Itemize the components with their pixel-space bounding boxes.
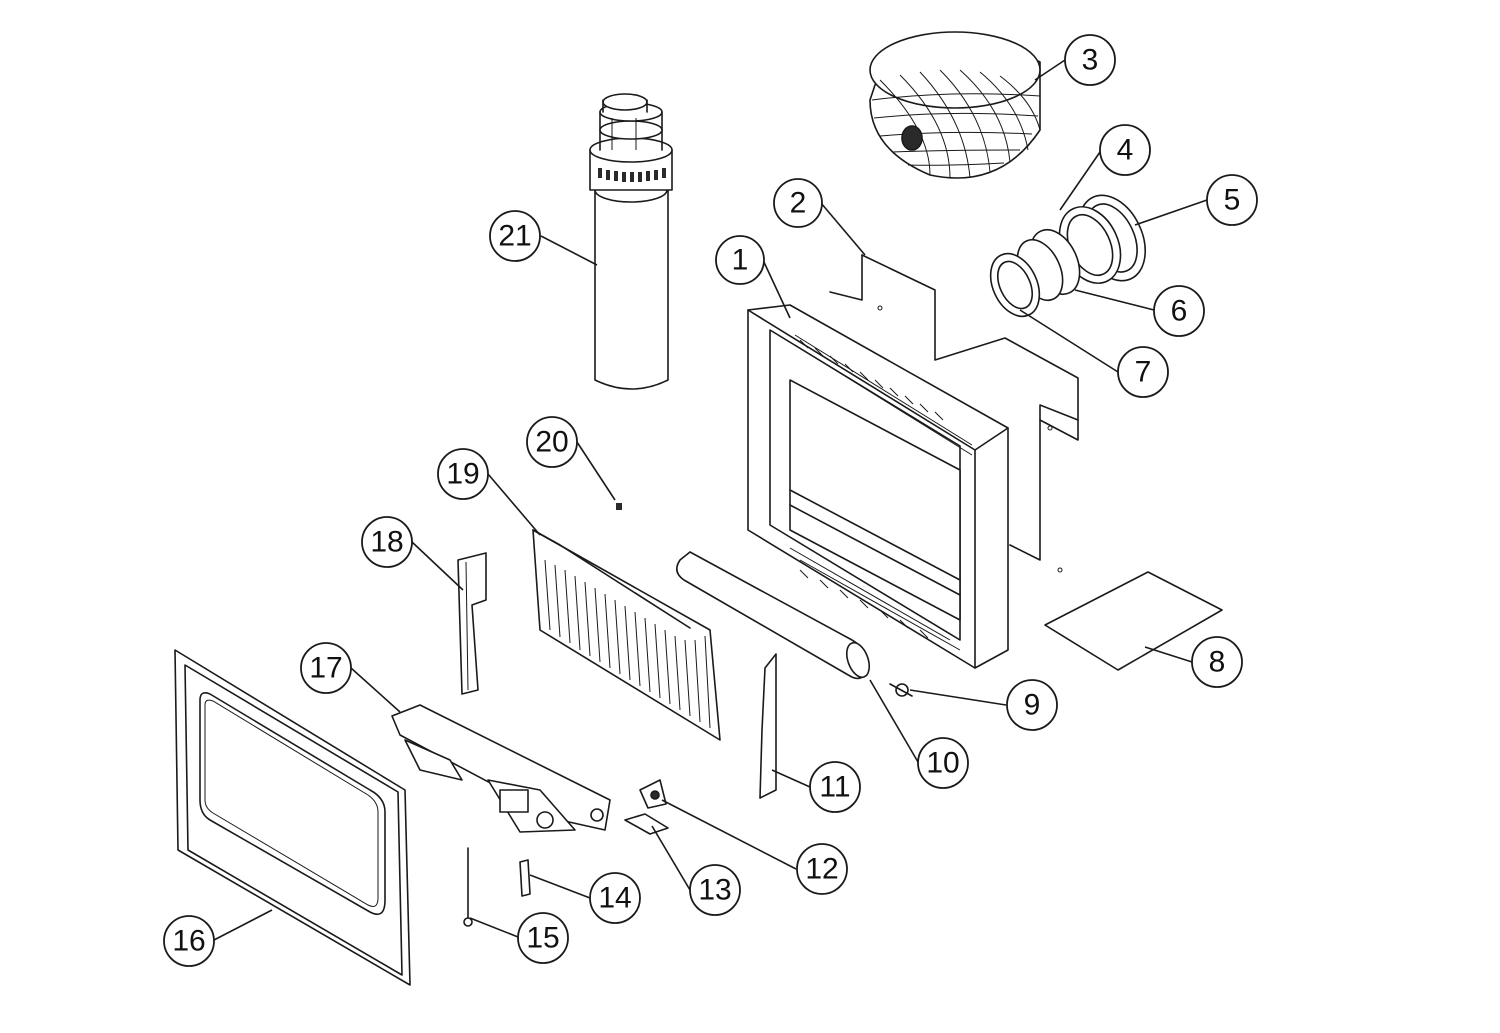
callout-label-6: 6 [1171, 295, 1188, 328]
leader-1 [762, 259, 791, 319]
leader-4 [1059, 151, 1101, 211]
leader-15 [469, 917, 519, 938]
callout-14: 14 [589, 872, 641, 924]
callout-label-15: 15 [526, 922, 559, 955]
callout-label-18: 18 [370, 526, 403, 559]
part-10-tube [676, 551, 871, 680]
callout-label-2: 2 [790, 187, 807, 220]
leader-6 [1074, 289, 1155, 311]
callout-6: 6 [1153, 285, 1205, 337]
callout-11: 11 [809, 761, 861, 813]
callout-1: 1 [715, 235, 765, 285]
leader-18 [411, 541, 464, 591]
callout-9: 9 [1006, 679, 1058, 731]
part-1-firebox [747, 304, 1009, 669]
leader-14 [529, 874, 591, 899]
callout-label-3: 3 [1082, 44, 1099, 77]
callout-18: 18 [361, 516, 413, 568]
callout-label-11: 11 [819, 771, 850, 804]
callout-20: 20 [526, 416, 578, 468]
part-14-stud [519, 859, 531, 897]
leader-19 [487, 473, 541, 536]
leader-9 [909, 689, 1007, 706]
callout-4: 4 [1099, 124, 1151, 176]
callout-label-8: 8 [1209, 646, 1226, 679]
callout-label-5: 5 [1224, 184, 1241, 217]
part-4-5-6-7-flue-rings [989, 194, 1146, 318]
leader-3 [1034, 59, 1066, 81]
callout-label-1: 1 [732, 244, 749, 277]
part-18-left-bracket [457, 552, 487, 695]
callout-15: 15 [517, 912, 569, 964]
leader-20 [576, 441, 616, 501]
callout-label-10: 10 [926, 747, 959, 780]
leader-8 [1144, 646, 1193, 663]
part-8-base-plate [1044, 571, 1223, 671]
callout-8: 8 [1191, 636, 1243, 688]
callout-12: 12 [796, 843, 848, 895]
leader-10 [869, 679, 919, 763]
callout-label-7: 7 [1135, 356, 1152, 389]
leader-lines [213, 59, 1208, 941]
part-13-plate [624, 813, 669, 835]
callout-17: 17 [300, 642, 352, 694]
part-15-rod [463, 847, 473, 927]
part-9-knob [889, 683, 913, 697]
callout-21: 21 [489, 210, 541, 262]
callout-label-19: 19 [446, 458, 479, 491]
callout-7: 7 [1117, 346, 1169, 398]
callout-label-4: 4 [1117, 134, 1134, 167]
callout-2: 2 [773, 178, 823, 228]
part-19-log-grate [532, 529, 721, 741]
callout-label-21: 21 [498, 220, 531, 253]
part-20-screw [616, 503, 622, 510]
callout-3: 3 [1064, 34, 1116, 86]
leader-21 [540, 235, 598, 266]
part-3-fan-cage [869, 31, 1041, 179]
callout-label-9: 9 [1024, 689, 1041, 722]
callout-label-16: 16 [172, 925, 205, 958]
leader-12 [661, 799, 797, 870]
leader-16 [213, 909, 273, 941]
callout-label-12: 12 [805, 853, 838, 886]
callout-label-13: 13 [698, 874, 731, 907]
part-16-glass-door [174, 649, 411, 986]
leader-17 [350, 667, 401, 713]
callout-label-20: 20 [535, 426, 568, 459]
callout-label-14: 14 [598, 882, 631, 915]
callout-19: 19 [437, 448, 489, 500]
callout-label-17: 17 [309, 652, 342, 685]
callout-bubbles: 1 2 3 4 5 6 7 8 9 10 11 12 13 14 15 16 1… [163, 34, 1258, 967]
leader-2 [820, 202, 866, 256]
callout-16: 16 [163, 915, 215, 967]
part-11-right-bracket [759, 653, 777, 799]
leader-7 [1019, 309, 1119, 373]
callout-13: 13 [689, 864, 741, 916]
leader-13 [651, 825, 691, 891]
leader-11 [771, 769, 811, 788]
callout-5: 5 [1206, 174, 1258, 226]
part-21-vent-pipe [589, 93, 673, 390]
part-12-valve [639, 779, 667, 809]
callout-10: 10 [917, 737, 969, 789]
leader-5 [1134, 199, 1208, 226]
part-17-burner-assembly [391, 704, 611, 833]
